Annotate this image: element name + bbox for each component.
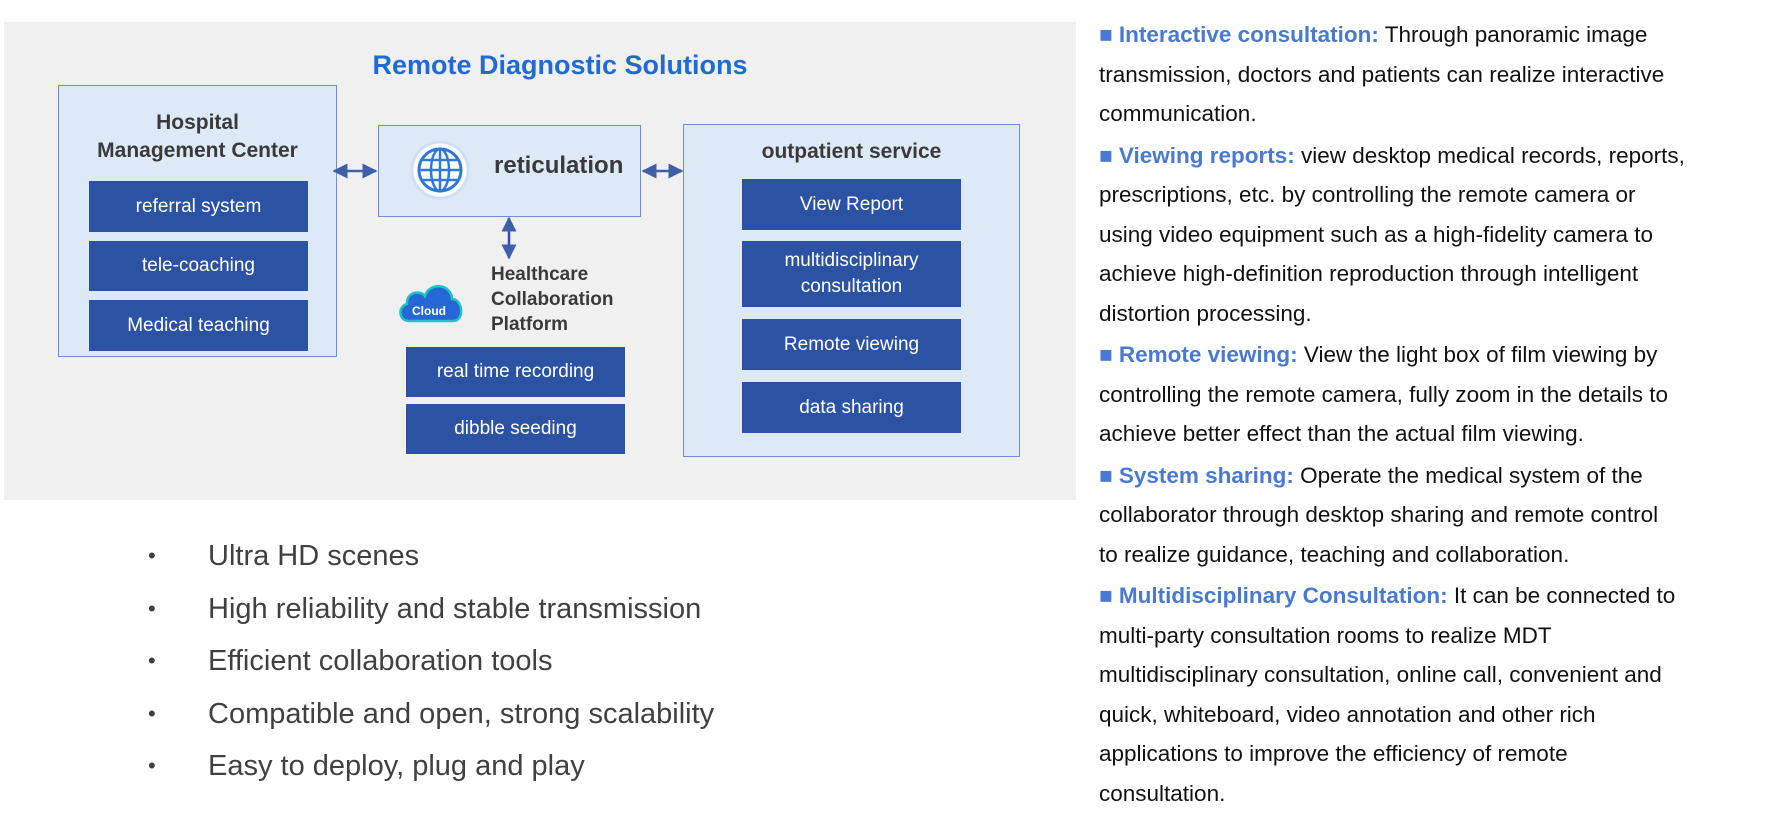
real-time-recording-item: real time recording xyxy=(406,347,625,397)
feature-text: multi-party consultation rooms to realiz… xyxy=(1099,622,1552,648)
hospital-title: Hospital Management Center xyxy=(59,109,336,165)
bullet-marker: • xyxy=(148,753,156,778)
feature-heading: ■ Interactive consultation: xyxy=(1099,22,1379,47)
medical-teaching-item: Medical teaching xyxy=(89,300,308,351)
feature-text: using video equipment such as a high-fid… xyxy=(1099,221,1654,247)
feature-remote-viewing: ■ Remote viewing: View the light box of … xyxy=(1099,335,1767,454)
feature-text: It can be connected to xyxy=(1447,583,1676,608)
feature-heading: ■ Remote viewing: xyxy=(1099,342,1298,367)
platform-title: Healthcare Collaboration Platform xyxy=(491,262,613,337)
feature-heading: ■ Viewing reports: xyxy=(1099,142,1295,168)
feature-text: quick, whiteboard, video annotation and … xyxy=(1099,701,1596,727)
feature-text: collaborator through desktop sharing and… xyxy=(1099,502,1659,527)
feature-text: prescriptions, etc. by controlling the r… xyxy=(1099,182,1636,207)
feature-text: distortion processing. xyxy=(1099,300,1312,326)
cloud-label: Cloud xyxy=(412,304,446,318)
globe-icon xyxy=(409,139,471,201)
feature-interactive-consultation: ■ Interactive consultation: Through pano… xyxy=(1099,15,1767,134)
feature-text: controlling the remote camera, fully zoo… xyxy=(1099,381,1669,407)
hospital-title-line-1: Hospital xyxy=(156,111,239,134)
feature-text: multidisciplinary consultation, online c… xyxy=(1099,662,1662,687)
feature-system-sharing: ■ System sharing: Operate the medical sy… xyxy=(1099,456,1767,575)
platform-title-line-2: Collaboration xyxy=(491,289,614,310)
hospital-title-line-2: Management Center xyxy=(97,139,298,162)
feature-text: achieve better effect than the actual fi… xyxy=(1099,421,1584,446)
feature-text: transmission, doctors and patients can r… xyxy=(1099,61,1665,87)
bullet-text: Easy to deploy, plug and play xyxy=(208,750,585,782)
bullet-marker: • xyxy=(148,543,156,568)
bullet-marker: • xyxy=(148,700,156,726)
feature-text: view desktop medical records, reports, xyxy=(1294,142,1685,168)
feature-text: Operate the medical system of the xyxy=(1293,462,1643,488)
platform-title-line-1: Healthcare xyxy=(491,264,589,285)
feature-text: to realize guidance, teaching and collab… xyxy=(1099,541,1570,567)
referral-system-item: referral system xyxy=(89,181,308,232)
feature-text: consultation. xyxy=(1099,780,1226,806)
reticulation-label: reticulation xyxy=(494,152,624,179)
outpatient-title: outpatient service xyxy=(761,140,942,163)
multidisciplinary-consultation-item: multidisciplinary consultation xyxy=(742,241,961,307)
feature-multidisciplinary-consultation: ■ Multidisciplinary Consultation: It can… xyxy=(1099,576,1767,813)
feature-text: View the light box of film viewing by xyxy=(1297,342,1658,367)
remote-viewing-item: Remote viewing xyxy=(742,319,961,370)
bullet-text: Compatible and open, strong scalability xyxy=(208,697,715,730)
cloud-icon: Cloud xyxy=(395,277,467,325)
bullet-text: High reliability and stable transmission xyxy=(208,592,702,625)
feature-text: communication. xyxy=(1099,101,1257,126)
data-sharing-item: data sharing xyxy=(742,382,961,433)
tele-coaching-item: tele-coaching xyxy=(89,241,308,291)
bullet-text: Efficient collaboration tools xyxy=(208,645,553,677)
feature-descriptions: ■ Interactive consultation: Through pano… xyxy=(1099,15,1767,815)
bullet-text: Ultra HD scenes xyxy=(208,540,420,572)
feature-viewing-reports: ■ Viewing reports: view desktop medical … xyxy=(1099,136,1767,334)
bullet-marker: • xyxy=(148,595,156,621)
diagram-title: Remote Diagnostic Solutions xyxy=(372,50,748,80)
platform-title-line-3: Platform xyxy=(491,314,569,335)
feature-text: applications to improve the efficiency o… xyxy=(1099,741,1568,766)
view-report-item: View Report xyxy=(742,179,961,230)
bullet-marker: • xyxy=(148,648,156,673)
connector-arrows xyxy=(332,163,684,260)
feature-text: achieve high-definition reproduction thr… xyxy=(1099,261,1639,286)
feature-text: Through panoramic image xyxy=(1378,22,1648,47)
feature-heading: ■ System sharing: xyxy=(1099,462,1294,488)
dibble-seeding-item: dibble seeding xyxy=(406,404,625,454)
feature-heading: ■ Multidisciplinary Consultation: xyxy=(1099,583,1448,608)
